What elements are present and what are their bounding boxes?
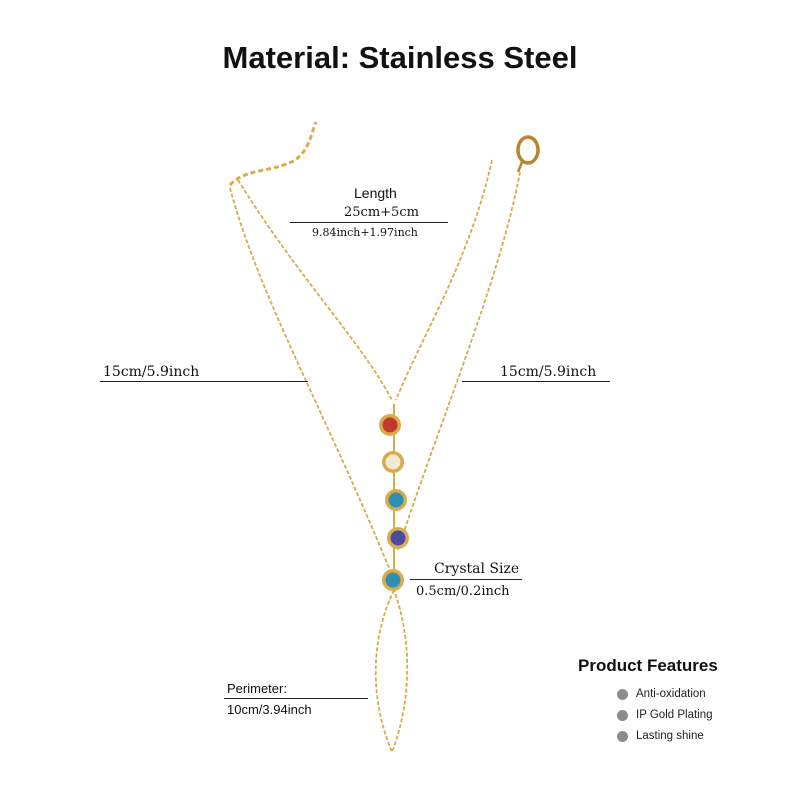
- length-imperial: 9.84inch+1.97inch: [312, 226, 418, 239]
- page-title: Material: Stainless Steel: [222, 40, 578, 75]
- side-left-label: 15cm/5.9inch: [103, 364, 200, 380]
- feature-label: IP Gold Plating: [636, 709, 713, 721]
- features-title: Product Features: [578, 656, 718, 675]
- feature-label: Lasting shine: [636, 730, 704, 742]
- crystal-red: [382, 417, 398, 433]
- feature-item: Anti-oxidation: [617, 684, 713, 705]
- crystal-teal: [388, 492, 404, 508]
- perimeter-rule: [224, 698, 368, 699]
- crystal-group: [379, 414, 409, 591]
- crystal-size-label: Crystal Size: [434, 561, 520, 577]
- bullet-dot-icon: [617, 710, 628, 721]
- chain-left-outer: [229, 187, 399, 591]
- length-rule: [290, 222, 448, 223]
- side-right-rule: [462, 381, 610, 382]
- perimeter-label: Perimeter:: [227, 681, 287, 696]
- crystal-purple: [390, 530, 406, 546]
- crystal-size-rule: [410, 579, 522, 580]
- chain-left-inner: [237, 179, 393, 401]
- bullet-dot-icon: [617, 731, 628, 742]
- feature-item: IP Gold Plating: [617, 705, 713, 726]
- side-left-rule: [100, 381, 308, 382]
- finger-ring-chain: [374, 587, 409, 755]
- side-right-label: 15cm/5.9inch: [500, 364, 597, 380]
- feature-item: Lasting shine: [617, 726, 713, 747]
- perimeter-value: 10cm/3.94inch: [227, 702, 312, 717]
- features-list: Anti-oxidation IP Gold Plating Lasting s…: [617, 684, 713, 747]
- extender-chain: [228, 121, 318, 187]
- crystal-pearl: [385, 454, 401, 470]
- length-label: Length: [354, 185, 397, 201]
- lobster-clasp-icon: [516, 135, 540, 173]
- bullet-dot-icon: [617, 689, 628, 700]
- chain-right: [397, 171, 521, 551]
- crystal-size-value: 0.5cm/0.2inch: [416, 584, 510, 599]
- chain-top-right: [395, 159, 493, 401]
- feature-label: Anti-oxidation: [636, 688, 706, 700]
- length-metric: 25cm+5cm: [344, 205, 419, 220]
- crystal-teal: [385, 572, 401, 588]
